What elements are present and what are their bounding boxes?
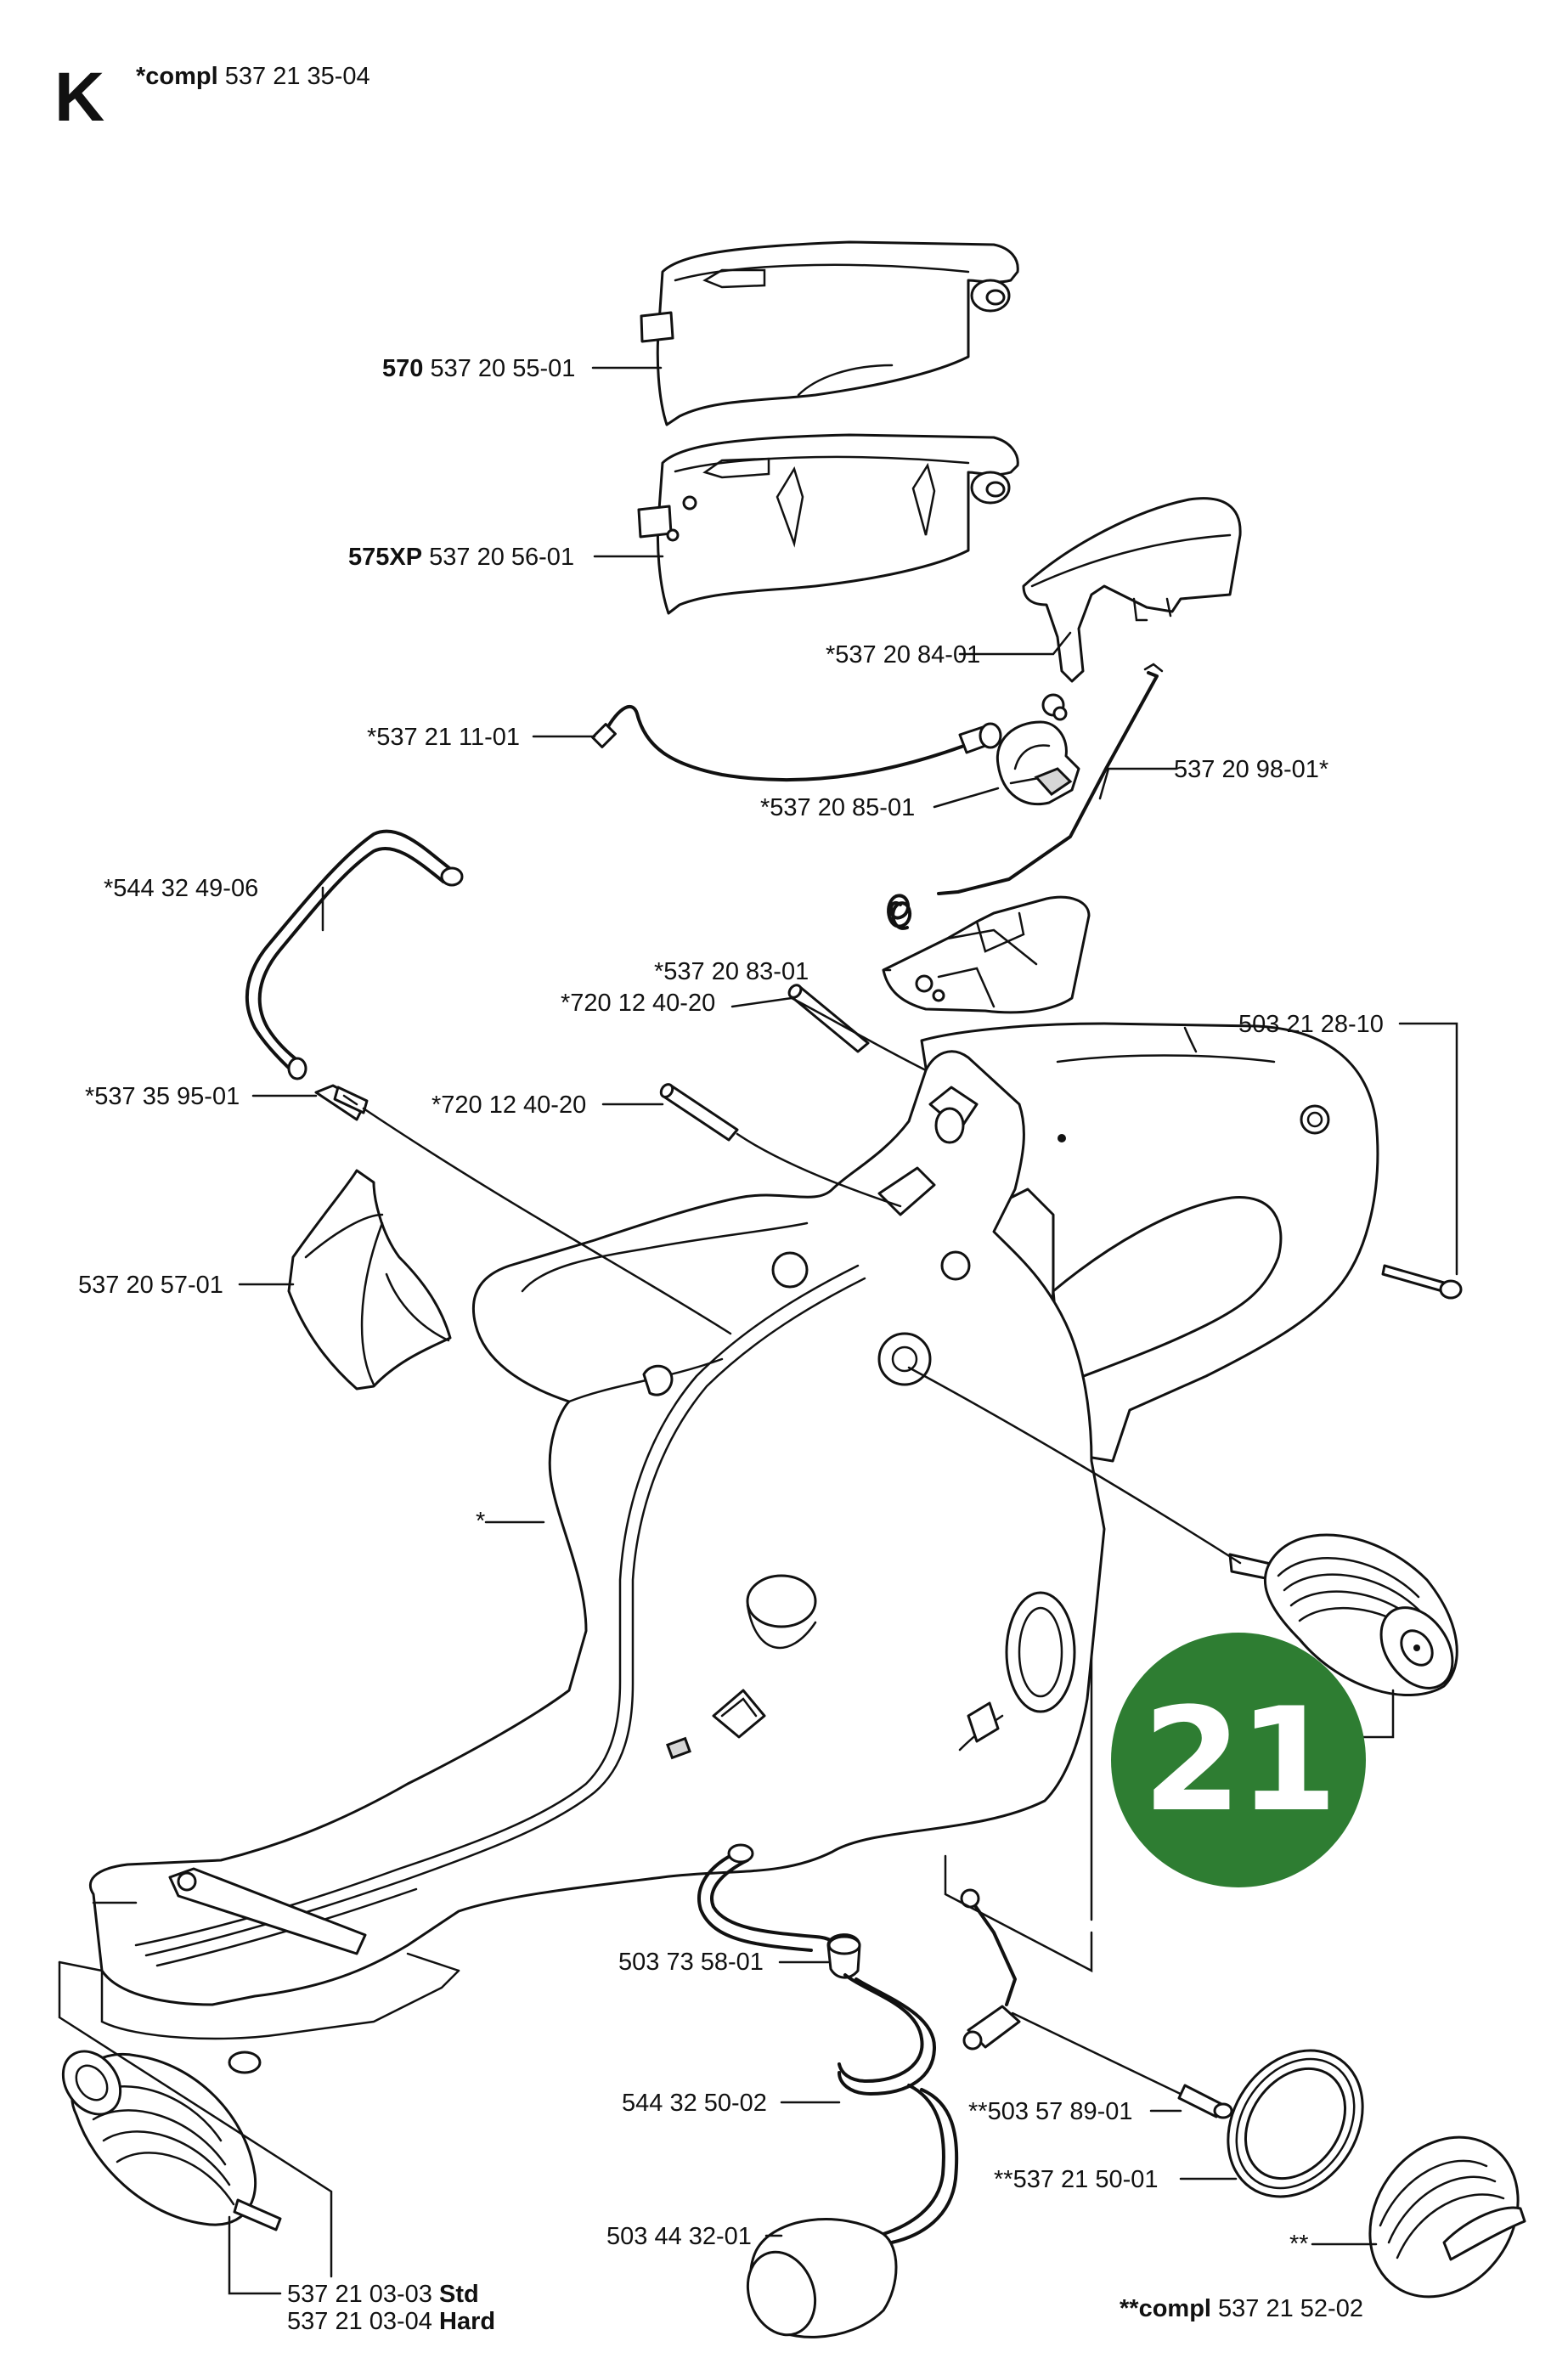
pin-lower [659,1083,739,1142]
label-pickup-hose-1: 503 73 58-01 [618,1949,764,1976]
label-lockout: *537 20 83-01 [654,958,809,985]
label-cover: 537 20 57-01 [78,1272,223,1299]
label-vent-valve: **503 57 89-01 [968,2098,1133,2125]
handle-cover-570 [640,240,1019,426]
label-570-model: 570 [382,355,424,382]
short-circuit-cable [591,704,1002,782]
label-pickup-hose-2: 544 32 50-02 [622,2090,767,2117]
page-number: 21 [1142,1677,1338,1843]
compl-number: 537 21 35-04 [224,63,370,90]
compl-prefix: *compl [136,63,218,90]
label-fuel-filter: 503 44 32-01 [606,2223,752,2250]
label-av-hard: 537 21 03-04 Hard [287,2308,495,2335]
fuel-nipple [314,1084,369,1121]
label-av-std-part: 537 21 03-03 [287,2281,432,2308]
fuel-filter [746,2218,898,2338]
fuel-cap [1368,2135,1526,2299]
label-av-hard-part: 537 21 03-04 [287,2308,432,2335]
av-element-left [61,2050,282,2231]
reference-box-right [944,1854,1093,1973]
label-tank: * [476,1508,486,1535]
section-compl-header: *compl 537 21 35-04 [136,63,370,90]
label-cap-compl: **compl 537 21 52-02 [1120,2295,1363,2322]
tank-cap-seal [1227,2049,1364,2198]
handle-cover-575xp [637,433,1019,615]
section-letter: K [54,59,105,136]
label-wire: *537 21 11-01 [367,724,521,751]
throttle-trigger [1022,497,1242,683]
screw [1381,1264,1463,1300]
av-element-right [1228,1533,1458,1696]
label-575xp-model: 575XP [348,544,423,571]
throttle-lockout [882,895,1091,1014]
fuel-pickup-hose [697,1843,959,2244]
reference-line-tank [1090,1655,1117,1921]
label-throttle-spring: 537 20 98-01* [1174,756,1329,783]
reference-box-left [58,1960,333,2278]
throttle-return-spring [937,663,1164,895]
label-screw: 503 21 28-10 [1238,1011,1384,1038]
label-seal: **537 21 50-01 [994,2166,1159,2193]
page-number-badge: 21 [1111,1633,1366,1887]
label-nipple: *537 35 95-01 [85,1083,240,1110]
label-av-std-tag: Std [439,2281,479,2308]
label-cap-mark: ** [1289,2231,1309,2258]
label-575xp-part: 537 20 56-01 [429,544,575,571]
label-stop-switch: *537 20 85-01 [760,794,916,821]
label-av-std: 537 21 03-03 Std [287,2281,479,2308]
label-trigger: *537 20 84-01 [826,641,981,668]
label-pin-lower: *720 12 40-20 [431,1092,587,1119]
label-570: 570 537 20 55-01 [382,355,575,382]
vent-valve [960,1888,1233,2119]
fuel-hose [245,829,464,1080]
leader-lines [228,366,1458,2295]
stop-switch [996,693,1080,805]
label-av-hard-tag: Hard [439,2308,496,2335]
label-pin-upper: *720 12 40-20 [561,990,716,1017]
intake-cover [287,1169,452,1391]
coil-spring [887,894,912,930]
label-cap-compl-prefix: **compl [1120,2295,1211,2322]
fuel-tank-rear-handle [88,1022,1379,2074]
label-570-part: 537 20 55-01 [430,355,576,382]
label-fuel-hose: *544 32 49-06 [104,875,259,902]
label-575xp: 575XP 537 20 56-01 [348,544,574,571]
label-cap-compl-number: 537 21 52-02 [1218,2295,1363,2322]
